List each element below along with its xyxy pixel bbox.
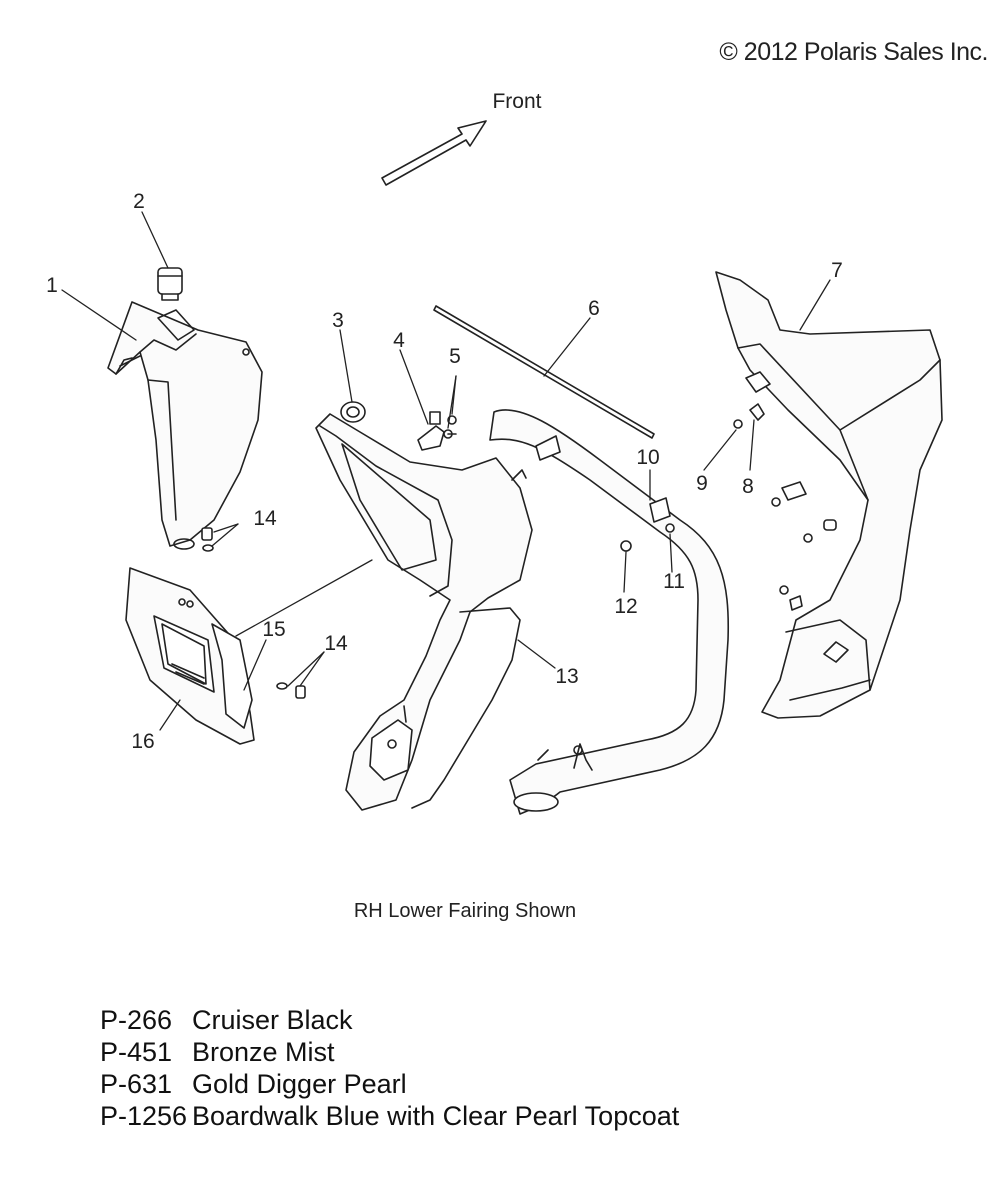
callout-7: 7 [831,259,843,282]
callout-3: 3 [332,309,344,332]
front-arrow-icon [381,120,487,186]
callout-16: 16 [131,730,154,753]
callout-9: 9 [696,472,708,495]
callout-2: 2 [133,190,145,213]
paint-code-row: P-631 Gold Digger Pearl [100,1068,679,1100]
paint-name: Boardwalk Blue with Clear Pearl Topcoat [192,1101,680,1131]
callout-4: 4 [393,329,405,352]
paint-code: P-266 [100,1005,173,1035]
part-trim-strip [433,305,655,439]
paint-code: P-451 [100,1037,173,1067]
paint-code: P-1256 [100,1101,188,1131]
paint-code: P-631 [100,1069,173,1099]
callout-10: 10 [636,446,659,469]
diagram-caption: RH Lower Fairing Shown [353,900,577,922]
part-screw-pair-lower [276,682,306,699]
callout-15: 15 [262,618,285,641]
part-seal-strip [211,623,253,729]
front-label: Front [492,90,541,113]
callout-1: 1 [46,274,58,297]
callout-14-lower: 14 [324,632,348,655]
paint-code-list: P-266 Cruiser Black P-451 Bronze Mist P-63… [100,1004,679,1132]
part-side-fairing [715,271,943,719]
callout-14-upper: 14 [253,507,277,530]
part-lower-fairing [315,413,533,811]
paint-code-row: P-451 Bronze Mist [100,1036,679,1068]
paint-name: Gold Digger Pearl [192,1069,407,1099]
callout-leader-lines [61,211,831,731]
callout-numbers: 1 2 3 4 5 6 7 8 9 10 11 12 13 14 14 15 1… [46,190,843,753]
part-vent-panel [125,567,255,745]
callout-13: 13 [555,665,578,688]
part-clip-and-screws [417,411,457,451]
part-inner-panel [107,301,263,550]
part-fastener [157,267,183,301]
paint-name: Bronze Mist [192,1037,335,1067]
callout-11: 11 [663,570,685,593]
part-grommet [340,401,366,423]
callout-5: 5 [449,345,461,368]
copyright-notice: © 2012 Polaris Sales Inc. [719,38,988,66]
paint-name: Cruiser Black [192,1005,353,1035]
part-exhaust-pipe [489,409,730,815]
part-screw-pair-upper [201,527,214,552]
callout-12: 12 [614,595,637,618]
callout-6: 6 [588,297,600,320]
callout-8: 8 [742,475,754,498]
paint-code-row: P-266 Cruiser Black [100,1004,679,1036]
part-fairing-fasteners [733,403,837,611]
